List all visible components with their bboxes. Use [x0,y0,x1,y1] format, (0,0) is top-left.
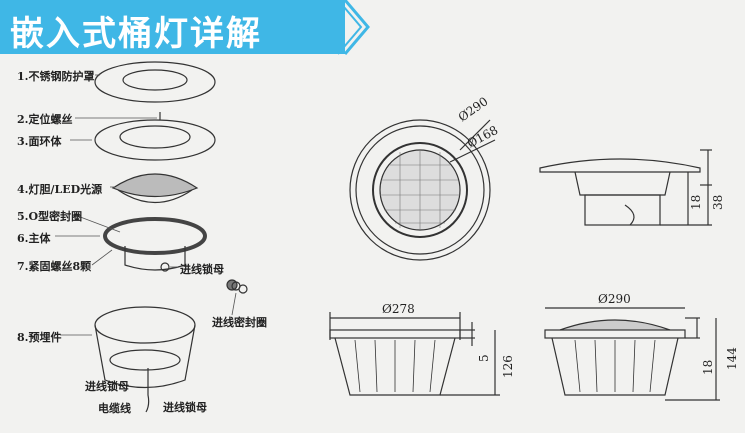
niche-side-view [329,312,500,396]
callout-lock-nut-1: 进线锁母 [180,263,224,276]
top-view [349,119,496,261]
callout-seal-ring: 进线密封圈 [212,316,267,329]
dimension-outer-diameter: Ø290 [456,94,491,124]
part-label-fastening-screws: 7.紧固螺丝8颗 [17,260,92,273]
dimension-assembly-diameter: Ø290 [598,292,631,306]
dimension-niche-lip: 5 [477,354,491,362]
part-label-body: 6.主体 [17,232,51,245]
chevron-decoration [337,0,363,55]
part-label-o-ring: 5.O型密封圈 [17,210,83,223]
chevron-decoration [343,0,370,55]
part-label-led-source: 4.灯胆/LED光源 [17,183,103,196]
part-label-guard: 1.不锈钢防护罩 [17,70,95,83]
dimension-assembly-height: 144 [725,347,739,370]
callout-cable: 电缆线 [98,402,131,415]
page-title: 嵌入式桶灯详解 [10,14,262,54]
dimension-niche-height: 126 [501,355,515,378]
callout-lock-nut-2: 进线锁母 [85,380,129,393]
dimension-side-height-1: 18 [689,195,703,210]
part-label-niche: 8.预埋件 [17,331,62,344]
part-label-positioning-screw: 2.定位螺丝 [17,113,73,126]
assembly-side-view [544,307,720,401]
side-view [539,149,712,226]
exploded-view [55,61,248,413]
callout-lock-nut-3: 进线锁母 [163,401,207,414]
dimension-assembly-lip: 18 [701,360,715,375]
dimension-side-height-2: 38 [711,195,725,210]
dimension-niche-diameter: Ø278 [382,302,415,316]
part-label-face-ring: 3.面环体 [17,135,62,148]
title-banner: 嵌入式桶灯详解 [0,0,345,54]
